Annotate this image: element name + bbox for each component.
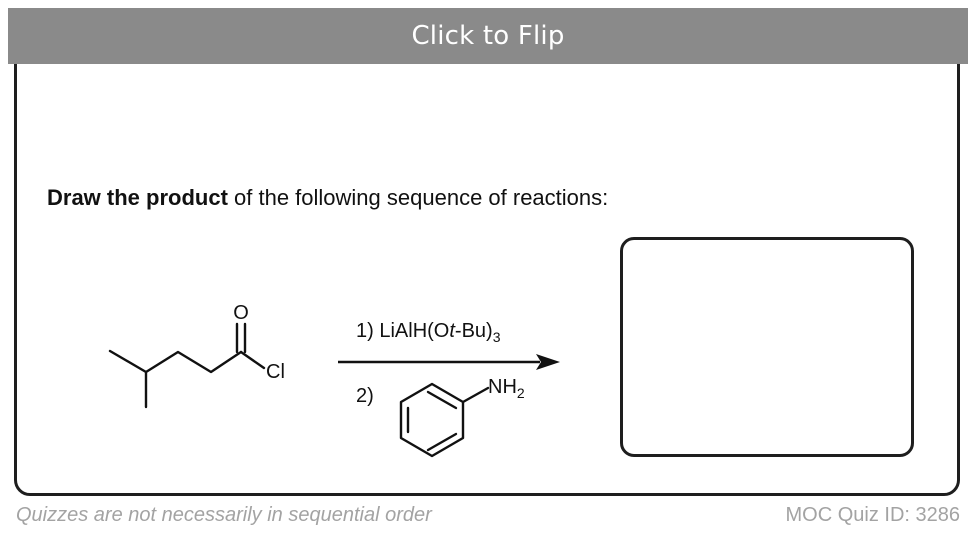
step1-reagent: 1) LiAlH(Ot-Bu)3 <box>356 320 501 345</box>
aniline-structure <box>399 382 490 458</box>
step2-label: 2) <box>356 385 374 407</box>
flip-label: Click to Flip <box>411 21 565 51</box>
starting-material-structure <box>108 322 266 409</box>
oxygen-label: O <box>233 302 249 324</box>
reaction-arrow <box>338 354 560 370</box>
question-rest: of the following sequence of reactions: <box>227 185 609 210</box>
chlorine-label: Cl <box>266 361 285 383</box>
amine-label: NH2 <box>488 376 525 401</box>
quiz-id-label: MOC Quiz ID: 3286 <box>785 504 960 526</box>
question-text: Draw the product of the following sequen… <box>47 185 608 211</box>
answer-drawing-box[interactable] <box>620 237 914 457</box>
footer-note: Quizzes are not necessarily in sequentia… <box>16 504 432 526</box>
click-to-flip-button[interactable]: Click to Flip <box>8 8 968 64</box>
question-bold: Draw the product <box>47 185 228 210</box>
